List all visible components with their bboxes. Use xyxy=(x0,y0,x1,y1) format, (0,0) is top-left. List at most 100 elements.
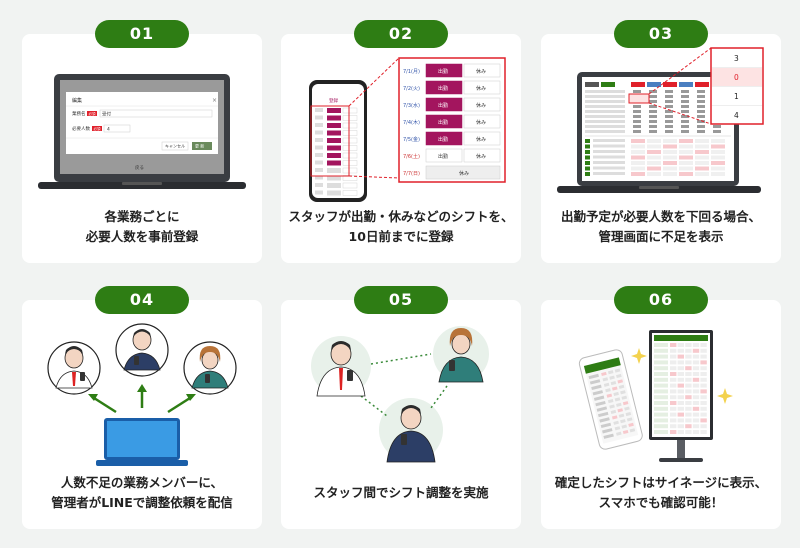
grid-day-header xyxy=(631,82,645,87)
rest-button[interactable] xyxy=(463,148,501,163)
phone-cell xyxy=(606,393,613,398)
phone-row-work[interactable] xyxy=(327,123,341,128)
grid-row-label xyxy=(593,139,625,142)
grid-cell xyxy=(665,100,673,103)
phone-row-rest[interactable] xyxy=(342,107,358,114)
grid-cell xyxy=(695,155,709,160)
staff-coordination-illustration xyxy=(311,326,489,463)
rest-button[interactable] xyxy=(463,114,501,129)
rest-label: 休み xyxy=(476,102,486,109)
work-label: 出勤 xyxy=(438,68,448,75)
phone-row-rest[interactable] xyxy=(342,175,358,181)
signage-cell xyxy=(677,395,684,400)
admin-laptop-illustration: 3 0 1 4 xyxy=(557,47,764,193)
signage-cell xyxy=(677,418,684,423)
grid-line-icon[interactable] xyxy=(585,150,590,154)
shift-date: 7/5(金) xyxy=(403,136,420,143)
count-field[interactable]: 4 xyxy=(107,127,110,133)
shift-phone-illustration: 登録 7/1(月)出勤休み7/2(火)出勤休み7/3(水)出勤休み7/4(木)出… xyxy=(309,57,506,202)
phone-row-work[interactable] xyxy=(327,168,341,173)
phone-row-rest[interactable] xyxy=(342,167,358,174)
rest-button[interactable] xyxy=(463,131,501,146)
grid-cell xyxy=(695,139,709,143)
phone-row-rest[interactable] xyxy=(342,145,358,151)
phone-cell xyxy=(610,409,617,415)
grid-line-icon[interactable] xyxy=(585,139,590,143)
grid-row-label xyxy=(585,130,625,133)
phone-cell xyxy=(621,395,628,400)
grid-cell xyxy=(665,120,673,123)
rest-button[interactable] xyxy=(463,63,501,78)
signage-cell xyxy=(700,354,707,359)
phone-row-date xyxy=(315,168,323,172)
rest-label: 休み xyxy=(476,119,486,126)
dialog-title: 編集 xyxy=(72,97,82,104)
grid-line-icon[interactable] xyxy=(585,144,590,149)
signage-cell xyxy=(677,343,684,347)
phone-row-rest[interactable] xyxy=(342,137,358,144)
grid-line-icon[interactable] xyxy=(585,166,590,171)
phone-cell xyxy=(614,397,621,402)
phone-row-rest[interactable] xyxy=(342,115,358,121)
grid-cell xyxy=(681,95,689,98)
grid-cell xyxy=(631,166,645,171)
work-button[interactable] xyxy=(425,97,463,112)
signage-cell xyxy=(692,406,700,411)
phone-row-work[interactable] xyxy=(327,130,341,136)
cancel-button[interactable]: キャンセル xyxy=(165,144,185,149)
phone-row-rest[interactable] xyxy=(342,190,358,196)
rest-button[interactable] xyxy=(463,97,501,112)
phone-row-rest[interactable] xyxy=(342,122,358,129)
phone-cell xyxy=(624,406,630,411)
phone-row-work[interactable] xyxy=(327,153,341,158)
work-button[interactable] xyxy=(425,131,463,146)
popup-value-shortage: 0 xyxy=(734,73,739,82)
phone-row-rest[interactable] xyxy=(342,160,358,166)
step-caption: 各業務ごとに 必要人数を事前登録 xyxy=(85,209,199,244)
grid-line-icon[interactable] xyxy=(585,172,590,176)
popup-value: 4 xyxy=(734,111,739,120)
grid-cell xyxy=(713,130,721,133)
work-button[interactable] xyxy=(425,148,463,163)
work-button[interactable] xyxy=(425,80,463,95)
phone-row-work[interactable] xyxy=(327,138,341,143)
phone-row-rest[interactable] xyxy=(342,130,358,136)
phone-row-work[interactable] xyxy=(327,145,341,151)
popup-value: 3 xyxy=(734,54,739,63)
grid-day-header xyxy=(695,82,709,87)
grid-line-icon[interactable] xyxy=(585,155,590,160)
phone-row-work[interactable] xyxy=(327,175,341,181)
grid-cell xyxy=(633,90,641,93)
rest-button[interactable] xyxy=(463,80,501,95)
phone-row-rest[interactable] xyxy=(342,182,358,189)
signage-cell xyxy=(685,389,692,394)
signage-cell xyxy=(685,348,692,353)
grid-cell xyxy=(679,139,693,143)
signage-row-label xyxy=(654,418,668,423)
signage-cell xyxy=(670,418,677,423)
phone-row-rest[interactable] xyxy=(342,152,358,159)
signage-cell xyxy=(700,412,707,417)
signage-row-label xyxy=(654,395,668,400)
close-icon[interactable]: × xyxy=(212,97,217,104)
business-field[interactable]: 受付 xyxy=(102,111,111,118)
phone-row-work[interactable] xyxy=(327,190,341,196)
grid-row-label xyxy=(585,100,625,103)
phone-row-work[interactable] xyxy=(327,115,341,121)
step-badge: 02 xyxy=(354,20,448,48)
phone-cell xyxy=(613,420,619,425)
work-button[interactable] xyxy=(425,63,463,78)
phone-row-work[interactable] xyxy=(327,160,341,166)
phone-row-work[interactable] xyxy=(327,108,341,113)
rest-button[interactable] xyxy=(425,165,501,180)
signage-cell xyxy=(685,412,692,417)
phone-cell xyxy=(628,422,634,427)
grid-cell xyxy=(711,155,725,160)
update-button[interactable]: 更 新 xyxy=(195,143,204,149)
work-label: 出勤 xyxy=(438,153,448,160)
grid-row-label xyxy=(593,172,625,175)
phone-row-work[interactable] xyxy=(327,183,341,188)
grid-line-icon[interactable] xyxy=(585,161,590,165)
phone-cell xyxy=(621,424,628,429)
work-button[interactable] xyxy=(425,114,463,129)
